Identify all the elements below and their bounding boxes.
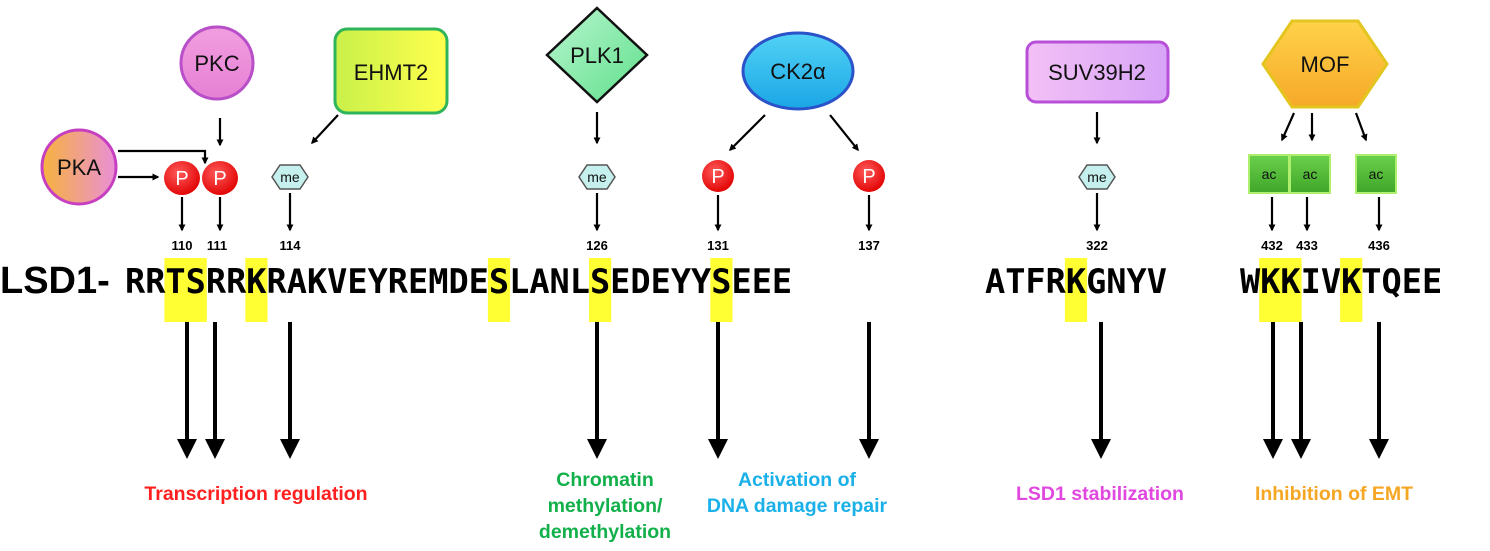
protein-label: LSD1- — [0, 260, 110, 302]
residue-number-137: 137 — [858, 238, 880, 253]
residue-highlight — [1064, 258, 1088, 322]
enzyme-suv39h2: SUV39H2 — [1025, 40, 1170, 104]
acetyl-433: ac — [1289, 154, 1331, 194]
residue-number-110: 110 — [172, 238, 193, 253]
arrow-mof-to-ac436 — [1354, 112, 1368, 142]
residue-number-131: 131 — [707, 238, 729, 253]
residue-highlight — [710, 258, 733, 322]
enzyme-plk1: PLK1 — [545, 6, 649, 104]
enzyme-ck2a-label: CK2α — [770, 59, 826, 84]
enzyme-pkc-label: PKC — [194, 51, 239, 76]
residue-highlight — [164, 258, 187, 322]
enzyme-suv39h2-label: SUV39H2 — [1048, 60, 1146, 85]
phospho-131-label: P — [711, 166, 724, 188]
residue-highlight — [487, 258, 511, 322]
function-emt: Inhibition of EMT — [1255, 483, 1413, 505]
phospho-110: P — [164, 161, 200, 195]
residue-highlight — [184, 258, 207, 322]
acetyl-436-label: ac — [1369, 166, 1384, 182]
residue-number-436: 436 — [1368, 238, 1390, 253]
acetyl-432: ac — [1248, 154, 1290, 194]
phospho-111: P — [202, 161, 238, 195]
residue-number-126: 126 — [586, 238, 608, 253]
enzyme-pka-label: PKA — [57, 155, 101, 180]
acetyl-432-label: ac — [1262, 166, 1277, 182]
arrow-ehmt2-to-me114 — [311, 114, 339, 145]
enzyme-mof: MOF — [1261, 19, 1389, 109]
highlight-layer — [164, 258, 1363, 322]
function-chromatin-line3: demethylation — [539, 521, 671, 543]
residue-number-111: 111 — [207, 238, 227, 253]
sequence-segment-2: ATFRKGNYV — [985, 262, 1167, 301]
function-chromatin-line1: Chromatin — [556, 469, 654, 491]
residue-highlight — [1340, 258, 1363, 322]
enzyme-ehmt2: EHMT2 — [333, 27, 449, 115]
methyl-114: me — [271, 164, 309, 190]
residue-arrows — [178, 193, 1383, 232]
methyl-322-label: me — [1087, 169, 1107, 185]
enzyme-pka: PKA — [40, 128, 118, 206]
residue-number-322: 322 — [1086, 238, 1108, 253]
phospho-137-label: P — [862, 166, 875, 188]
methyl-114-label: me — [280, 169, 300, 185]
function-arrows — [177, 322, 1389, 459]
function-stabilization: LSD1 stabilization — [1016, 483, 1184, 505]
methyl-126-label: me — [587, 169, 607, 185]
acetyl-433-label: ac — [1303, 166, 1318, 182]
enzyme-pkc: PKC — [179, 25, 255, 101]
methyl-126: me — [578, 164, 616, 190]
sequence-segment-1: RRTSRRKRAKVEYREMDESLANLSEDEYYSEEE — [125, 262, 792, 301]
enzyme-mof-label: MOF — [1301, 52, 1350, 77]
residue-highlight — [1279, 258, 1302, 322]
function-dna-repair-line1: Activation of — [738, 469, 857, 491]
residue-highlight — [245, 258, 268, 322]
residue-numbers: 110 111 114 126 131 137 322 432 433 436 — [172, 238, 1390, 253]
enzyme-arrows — [118, 112, 1368, 181]
enzyme-ehmt2-label: EHMT2 — [354, 60, 429, 85]
arrow-ck2a-to-p131 — [729, 114, 766, 151]
arrow-mof-to-ac432 — [1280, 112, 1296, 142]
phospho-111-label: P — [213, 168, 226, 190]
function-transcription: Transcription regulation — [144, 483, 367, 505]
residue-highlight — [1259, 258, 1282, 322]
residue-number-114: 114 — [280, 238, 302, 253]
arrow-pka-to-p111 — [118, 149, 209, 165]
arrow-ck2a-to-p137 — [829, 114, 859, 152]
phospho-137: P — [853, 160, 885, 192]
enzyme-ck2a: CK2α — [741, 31, 855, 111]
methyl-322: me — [1078, 164, 1116, 190]
residue-number-433: 433 — [1296, 238, 1318, 253]
function-chromatin-line2: methylation/ — [548, 495, 663, 517]
function-dna-repair-line2: DNA damage repair — [707, 495, 888, 517]
residue-highlight — [589, 258, 612, 322]
phospho-110-label: P — [175, 168, 188, 190]
sequence-segment-3: WKKIVKTQEE — [1240, 262, 1442, 301]
acetyl-436: ac — [1355, 154, 1397, 194]
enzyme-plk1-label: PLK1 — [570, 43, 624, 68]
phospho-131: P — [702, 160, 734, 192]
residue-number-432: 432 — [1261, 238, 1283, 253]
